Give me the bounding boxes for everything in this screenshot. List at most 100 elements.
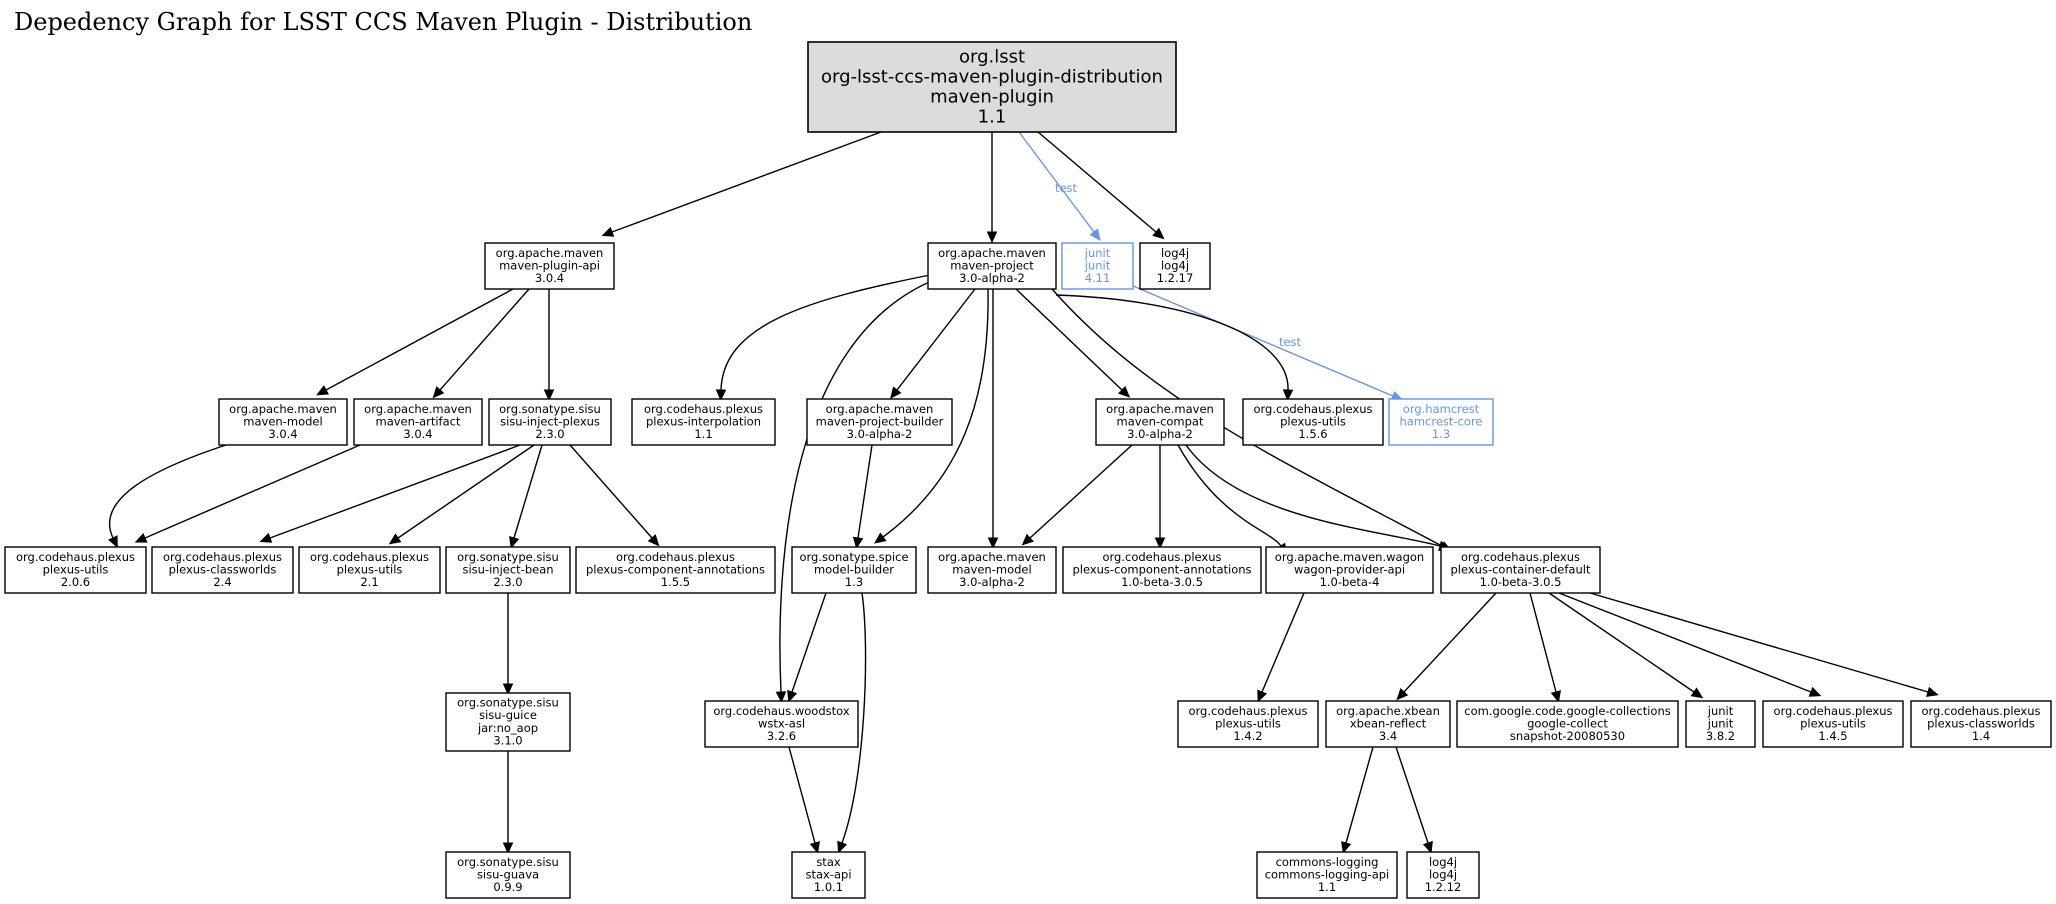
- edge-line: [1029, 444, 1133, 539]
- node-label-line: org.sonatype.sisu: [457, 550, 559, 564]
- node-box: [1095, 398, 1225, 446]
- node-box: [704, 700, 859, 748]
- edge-xbean-to-commons-logging: [1341, 746, 1374, 854]
- node-label-line: stax-api: [805, 868, 851, 882]
- edge-arrowhead: [987, 537, 999, 550]
- node-label-line: 1.0-beta-3.0.5: [1480, 575, 1562, 589]
- node-label-line: com.google.code.google-collections: [1464, 704, 1670, 718]
- node-box: [4, 546, 147, 594]
- node-label-line: 2.0.6: [61, 575, 90, 589]
- edge-container-default-to-classworlds-14: [1589, 592, 1939, 697]
- node-label-line: model-builder: [814, 563, 894, 577]
- node-label-line: org.codehaus.plexus: [1774, 704, 1893, 718]
- node-label-line: wstx-asl: [758, 717, 805, 731]
- edge-label-test: test: [1055, 181, 1078, 195]
- node-box: [1062, 546, 1262, 594]
- edge-label-test: test: [1279, 335, 1302, 349]
- node-label-line: junit: [1084, 259, 1111, 273]
- edge-maven-compat-to-maven-model-alpha: [1021, 444, 1133, 546]
- node-box: [791, 546, 917, 594]
- edge-line: [108, 444, 227, 539]
- node-box: [1139, 242, 1211, 290]
- edge-arrowhead: [890, 386, 902, 399]
- edge-container-default-to-google-collect: [1529, 592, 1561, 703]
- edge-line: [1177, 444, 1282, 547]
- node-label-line: wagon-provider-api: [1294, 563, 1405, 577]
- node-label-line: maven-plugin-api: [499, 259, 600, 273]
- edge-root-to-log4j1217: [1037, 131, 1165, 240]
- node-box: [1440, 546, 1601, 594]
- edge-arrowhead: [1341, 841, 1352, 854]
- node-box: [151, 546, 294, 594]
- edge-maven-project-to-maven-compat: [1015, 288, 1131, 398]
- node-label-line: plexus-classworlds: [1927, 717, 2035, 731]
- node-box: [445, 692, 571, 752]
- edge-maven-project-to-wstx: [775, 279, 935, 704]
- node-label-line: 2.4: [213, 575, 231, 589]
- node-box: [218, 398, 348, 446]
- node-box: [1762, 700, 1904, 748]
- edge-arrowhead: [873, 532, 887, 544]
- edge-arrowhead: [509, 536, 520, 549]
- edge-line: [611, 131, 882, 233]
- edge-line: [1558, 592, 1812, 693]
- edge-arrowhead: [837, 840, 848, 854]
- node-label-line: 1.0-beta-3.0.5: [1121, 575, 1203, 589]
- edge-line: [841, 592, 867, 844]
- node-label-line: 3.0-alpha-2: [1127, 427, 1193, 441]
- node-label-line: commons-logging-api: [1265, 868, 1390, 882]
- node-label-line: commons-logging: [1276, 855, 1379, 869]
- edge-arrowhead: [1257, 689, 1268, 703]
- edge-container-default-to-xbean: [1396, 592, 1497, 701]
- edge-arrowhead: [1422, 840, 1433, 854]
- node-box: [445, 851, 571, 899]
- edge-arrowhead: [134, 532, 148, 543]
- node-label-line: 1.5.5: [661, 575, 690, 589]
- edge-xbean-to-log4j1212: [1395, 746, 1433, 854]
- edge-root-to-plugin-api: [601, 131, 882, 237]
- node-label-line: 3.0-alpha-2: [847, 427, 913, 441]
- edge-line: [882, 288, 989, 538]
- edge-arrowhead: [388, 533, 402, 545]
- node-label-line: log4j: [1161, 246, 1189, 260]
- edge-wstx-to-stax: [788, 746, 820, 854]
- edge-line: [513, 444, 543, 539]
- node-label-line: org.lsst: [959, 47, 1025, 68]
- edge-project-builder-to-model-builder: [852, 444, 873, 550]
- edge-line: [397, 444, 535, 539]
- node-box: [791, 851, 866, 899]
- node-label-line: org.apache.maven: [364, 402, 472, 416]
- node-label-line: 3.0-alpha-2: [959, 575, 1025, 589]
- node-box: [927, 242, 1057, 290]
- node-label-line: plexus-component-annotations: [586, 563, 765, 577]
- node-label-line: maven-model: [243, 415, 322, 429]
- node-box: [1406, 851, 1480, 899]
- edge-line: [569, 444, 653, 539]
- node-label-line: 2.3.0: [535, 427, 564, 441]
- node-label-line: org-lsst-ccs-maven-plugin-distribution: [821, 67, 1163, 88]
- node-label-line: 3.0.4: [268, 427, 297, 441]
- edge-line: [1261, 592, 1305, 693]
- edge-root-to-maven-project: [986, 132, 998, 244]
- node-label-line: junit: [1707, 717, 1734, 731]
- edge-line: [1185, 444, 1441, 547]
- node-label-line: log4j: [1429, 855, 1457, 869]
- node-box: [807, 41, 1177, 133]
- edge-arrowhead: [852, 536, 864, 550]
- edge-arrowhead: [259, 532, 273, 543]
- node-label-line: 3.8.2: [1706, 729, 1735, 743]
- edge-line: [1055, 294, 1289, 391]
- node-container-default: org.codehaus.plexusplexus-container-defa…: [1440, 546, 1601, 594]
- edge-plugin-api-to-sisu-inject-plexus: [543, 289, 555, 402]
- node-label-line: sisu-inject-plexus: [500, 415, 600, 429]
- node-box: [1061, 242, 1134, 290]
